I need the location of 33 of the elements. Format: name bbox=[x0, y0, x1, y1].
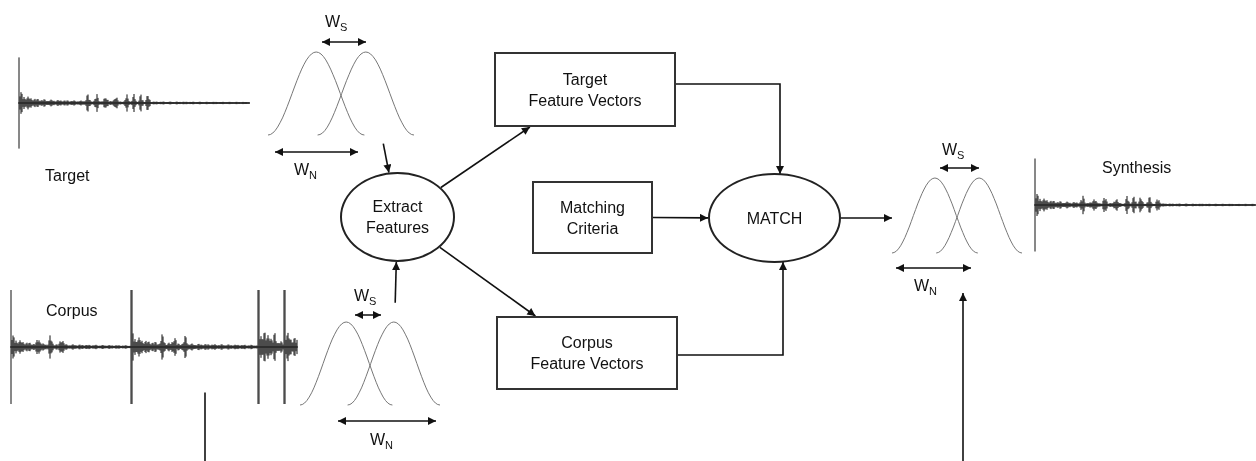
window-step-label: W$_{S}$ bbox=[325, 12, 348, 35]
arrow bbox=[959, 292, 967, 461]
arrow bbox=[840, 214, 893, 222]
node-label: Extract Features bbox=[364, 197, 431, 238]
arrow bbox=[675, 83, 784, 175]
connector-line bbox=[204, 391, 206, 461]
arrow bbox=[652, 213, 709, 222]
window-step-label: W$_{S}$ bbox=[942, 140, 965, 163]
process-box bbox=[532, 181, 653, 254]
window-function-drawing bbox=[268, 50, 414, 136]
waveform-caption: Target bbox=[45, 166, 90, 185]
node-label: MATCH bbox=[746, 208, 803, 229]
arrow bbox=[440, 126, 531, 189]
window-function-drawing bbox=[892, 176, 1022, 254]
arrow bbox=[382, 142, 392, 174]
node-label: Target Feature Vectors bbox=[528, 69, 642, 111]
window-length-label: W$_{N}$ bbox=[370, 430, 394, 453]
process-box bbox=[494, 52, 676, 127]
waveform-caption: Corpus bbox=[46, 301, 98, 320]
window-length-label: W$_{N}$ bbox=[914, 276, 938, 299]
node-label: Corpus Feature Vectors bbox=[530, 333, 644, 374]
arrow bbox=[392, 261, 401, 304]
waveform-drawing bbox=[10, 287, 298, 407]
waveform-drawing bbox=[1034, 156, 1256, 254]
arrow bbox=[677, 261, 787, 356]
window-step-label: W$_{S}$ bbox=[354, 286, 377, 309]
window-function-drawing bbox=[300, 320, 440, 406]
window-length-label: W$_{N}$ bbox=[294, 160, 318, 183]
waveform-caption: Synthesis bbox=[1102, 158, 1172, 177]
process-box bbox=[496, 316, 678, 390]
node-label: Matching Criteria bbox=[559, 197, 626, 239]
arrow bbox=[439, 246, 537, 317]
waveform-drawing bbox=[18, 55, 250, 187]
